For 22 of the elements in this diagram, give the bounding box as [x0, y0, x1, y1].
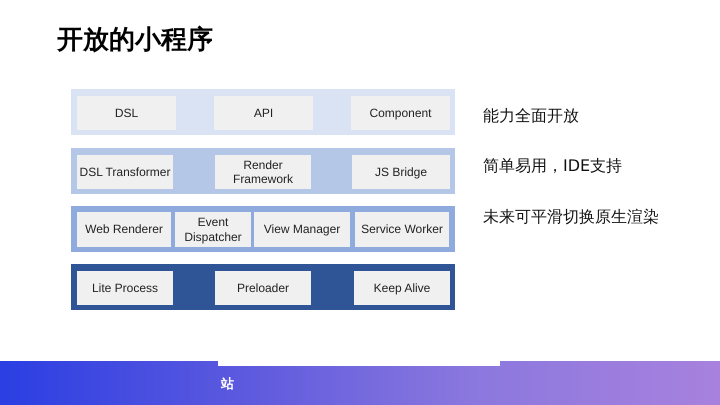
feature-text: 简单易用，IDE支持	[483, 156, 622, 177]
module-box: DSL	[77, 96, 176, 130]
module-box: Keep Alive	[354, 271, 450, 305]
module-box: Event Dispatcher	[175, 212, 251, 247]
module-box: Render Framework	[215, 155, 311, 189]
module-box: Component	[351, 96, 450, 130]
layer-band	[71, 206, 455, 252]
feature-text: 未来可平滑切换原生渲染	[483, 207, 659, 228]
module-box: Preloader	[215, 271, 311, 305]
layer-band	[71, 264, 455, 310]
module-box: View Manager	[254, 212, 350, 247]
module-box: DSL Transformer	[77, 155, 173, 189]
module-box: Lite Process	[77, 271, 173, 305]
footer-text: 站	[221, 376, 234, 393]
module-box: Service Worker	[355, 212, 449, 247]
module-box: JS Bridge	[352, 155, 450, 189]
slide-title: 开放的小程序	[57, 24, 213, 57]
layer-band	[71, 89, 455, 135]
layer-band	[71, 148, 455, 194]
feature-text: 能力全面开放	[483, 106, 579, 127]
module-box: API	[214, 96, 313, 130]
module-box: Web Renderer	[77, 212, 171, 247]
